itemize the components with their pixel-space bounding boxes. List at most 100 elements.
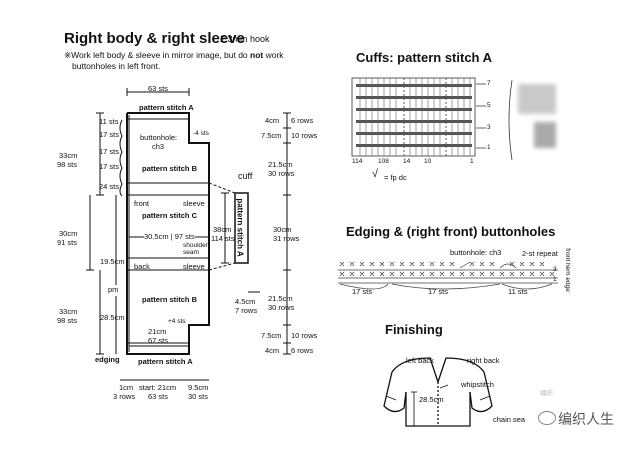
edging-count-3: 11 sts xyxy=(508,287,528,296)
shoulder-seam: shoulder seam xyxy=(183,242,208,256)
edging-count-2: 17 sts xyxy=(428,287,449,296)
foot-3rows: 3 rows xyxy=(113,392,136,401)
front-label: front xyxy=(134,199,150,208)
bottom-cm: 21cm xyxy=(148,327,167,336)
back-label: back xyxy=(134,262,150,271)
edging-repeat: 2-st repeat xyxy=(522,249,558,258)
watermark-text: 编织人生 xyxy=(558,411,614,427)
left-30-sts: 91 sts xyxy=(57,238,78,247)
finishing-size: 28.5cm xyxy=(419,395,444,404)
right-6rows-top: 6 rows xyxy=(291,116,314,125)
foot-1cm: 1cm xyxy=(119,383,134,392)
pattern-a-bottom: pattern stitch A xyxy=(138,357,193,366)
right-75-bot: 7.5cm xyxy=(261,331,282,340)
hook-size: 2.3mm hook xyxy=(220,34,270,44)
side-sts-2: 17 sts xyxy=(99,130,120,139)
fp-dc-symbol: √ xyxy=(372,168,379,180)
mid-width: 30.5cm | 97 sts xyxy=(144,232,195,241)
side-sts-1: 11 sts xyxy=(99,117,119,126)
cuffs-row-7: 7 xyxy=(487,80,491,87)
cuff-45: 4.5cm xyxy=(235,297,256,306)
right-30cm: 30cm xyxy=(273,225,292,234)
cuffs-row-5: 5 xyxy=(487,102,491,109)
left-33-top-sts: 98 sts xyxy=(57,160,78,169)
foot-63: 63 sts xyxy=(148,392,169,401)
edging-count-1: 17 sts xyxy=(352,287,373,296)
bottom-sts: 67 sts xyxy=(148,336,169,345)
right-31rows: 31 rows xyxy=(273,234,300,243)
cuffs-scale-108: 108 xyxy=(378,158,389,165)
buttonhole-label: buttonhole: xyxy=(140,133,178,142)
sleeve-band-cm: 38cm xyxy=(213,225,232,234)
note-part-1: ※Work left body & sleeve in mirror image… xyxy=(64,50,251,60)
edging-title: Edging & (right front) buttonholes xyxy=(346,224,556,239)
right-30rows-top: 30 rows xyxy=(268,169,295,178)
right-4cm-top: 4cm xyxy=(265,116,280,125)
body-outline xyxy=(126,112,210,355)
foot-95: 9.5cm xyxy=(188,383,209,392)
sleeve-band xyxy=(234,192,249,264)
note-not: not xyxy=(250,50,264,60)
cuffs-scale-14: 14 xyxy=(403,158,411,165)
right-10rows-top: 10 rows xyxy=(291,131,318,140)
edging-chart xyxy=(338,261,558,290)
blurred-image-1 xyxy=(518,84,556,114)
cuffs-scale-10: 10 xyxy=(424,158,432,165)
buttonhole-ch: ch3 xyxy=(152,142,165,151)
pattern-a-top: pattern stitch A xyxy=(139,103,194,112)
pattern-b-bottom: pattern stitch B xyxy=(142,295,198,304)
sleeve-band-pattern: pattern stitch A xyxy=(236,193,250,263)
right-215-bot: 21.5cm xyxy=(268,294,293,303)
sleeve-upper: sleeve xyxy=(183,199,205,208)
whipstitch-label: whipstitch xyxy=(461,380,494,389)
watermark-icon xyxy=(538,411,556,425)
sleeve-band-sts: 114 sts xyxy=(211,234,235,243)
left-285: 28.5cm xyxy=(100,313,125,322)
edging-side: front hem edge xyxy=(563,248,571,296)
left-33-top-cm: 33cm xyxy=(59,151,78,160)
minus4: -4 sts xyxy=(193,130,209,137)
right-back-label: right back xyxy=(467,356,500,365)
sleeve-band-pattern-text: pattern stitch A xyxy=(235,198,245,257)
left-33-bot-sts: 98 sts xyxy=(57,316,78,325)
top-width: 63 sts xyxy=(148,84,169,93)
edging-buttonhole: buttonhole: ch3 xyxy=(450,248,502,257)
cuff-chart xyxy=(351,77,476,157)
right-215-top: 21.5cm xyxy=(268,160,293,169)
diagram-title: Right body & right sleeve xyxy=(64,30,245,47)
mirror-note: ※Work left body & sleeve in mirror image… xyxy=(64,50,284,61)
finishing-diagram xyxy=(383,357,493,427)
mirror-note-line2: buttonholes in left front. xyxy=(72,61,161,71)
cuffs-scale-1: 1 xyxy=(470,158,474,165)
pattern-b-top: pattern stitch B xyxy=(142,164,198,173)
chain-seam-label: chain sea xyxy=(493,415,526,424)
right-6rows-bot: 6 rows xyxy=(291,346,314,355)
right-75-top: 7.5cm xyxy=(261,131,282,140)
cuff-label: cuff xyxy=(238,171,253,181)
watermark-small: 编织 xyxy=(540,390,553,397)
edging-side-text: front hem edge xyxy=(563,248,571,292)
sleeve-lower: sleeve xyxy=(183,262,205,271)
blurred-image-2 xyxy=(534,122,556,148)
edging-row-3: 3 xyxy=(553,266,557,273)
left-195: 19.5cm xyxy=(100,257,125,266)
cuffs-row-1: 1 xyxy=(487,144,491,151)
right-30rows-bot: 30 rows xyxy=(268,303,295,312)
foot-30: 30 sts xyxy=(188,392,209,401)
side-sts-5: 24 sts xyxy=(99,182,120,191)
cuffs-row-3: 3 xyxy=(487,124,491,131)
note-part-2: work xyxy=(263,50,284,60)
pattern-c: pattern stitch C xyxy=(142,211,198,220)
cuffs-title: Cuffs: pattern stitch A xyxy=(356,50,493,65)
plus4: +4 sts xyxy=(168,318,186,325)
edging-row-1: 1 xyxy=(553,276,557,283)
right-10rows-bot: 10 rows xyxy=(291,331,318,340)
left-back-label: left back xyxy=(406,356,434,365)
finishing-title: Finishing xyxy=(385,322,443,337)
edging-label: edging xyxy=(95,355,120,364)
cuffs-legend: = fp dc xyxy=(384,173,407,182)
foot-start: start: 21cm xyxy=(139,383,177,392)
cuff-7rows: 7 rows xyxy=(235,306,258,315)
side-sts-3: 17 sts xyxy=(99,147,120,156)
